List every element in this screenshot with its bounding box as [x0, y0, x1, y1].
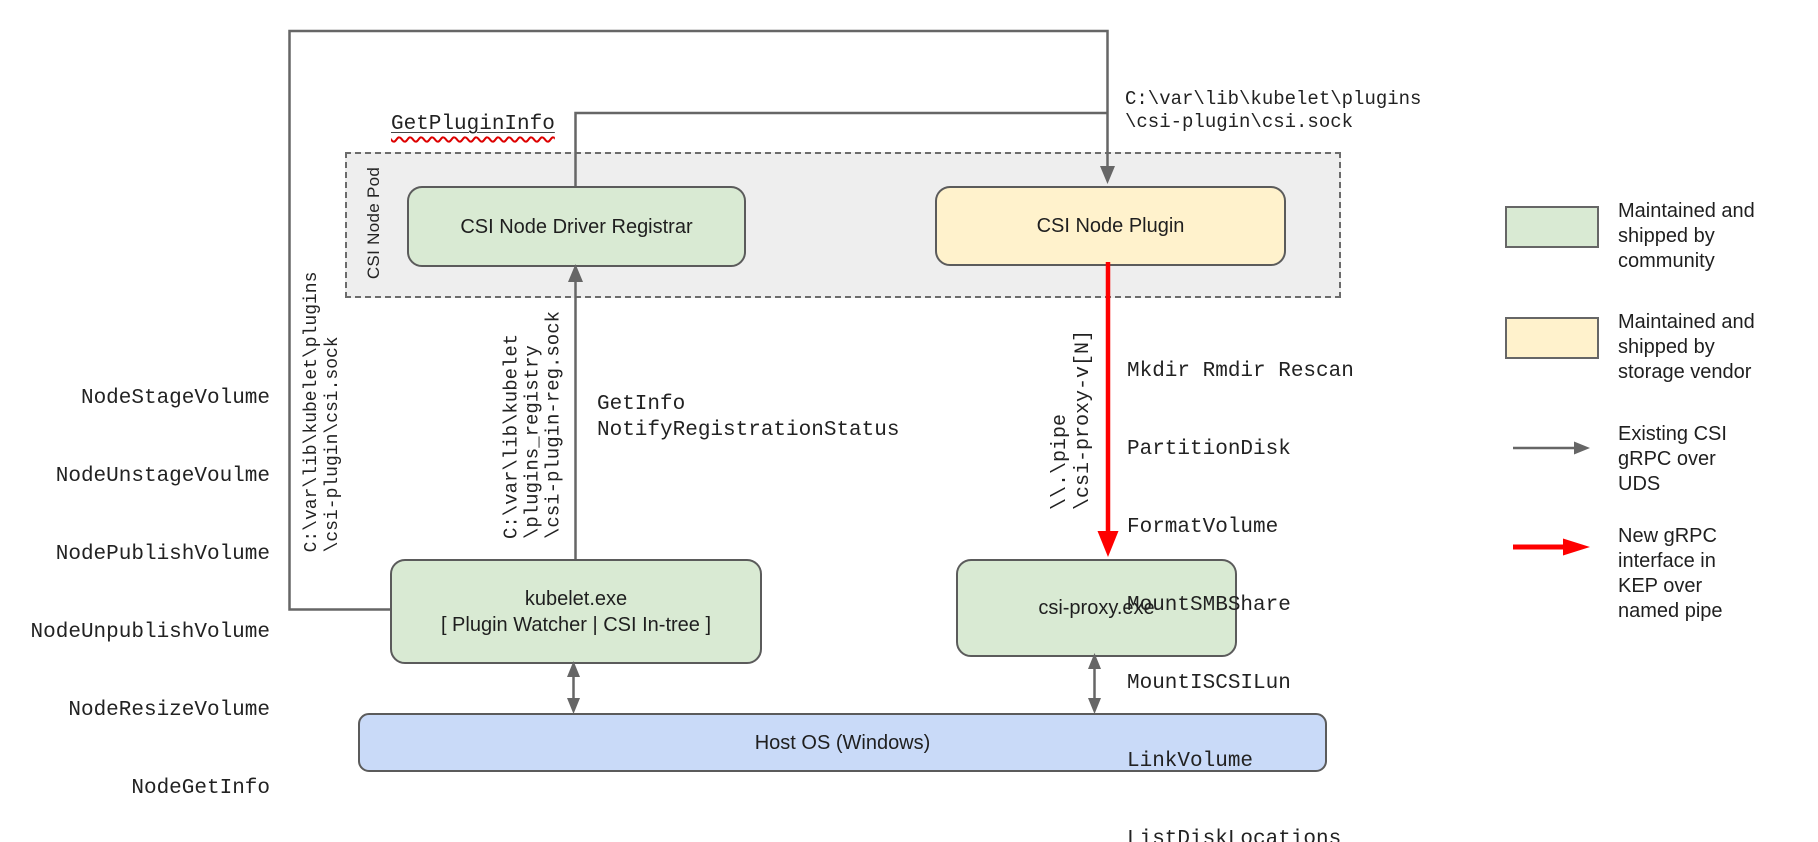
kubelet-to-registrar-arrow: [568, 264, 583, 559]
csi-sock-path-label: C:\var\lib\kubelet\plugins \csi-plugin\c…: [1125, 88, 1422, 133]
kubelet-label-line1: kubelet.exe: [524, 587, 628, 610]
list-item: MountSMBShare: [1127, 594, 1291, 617]
list-item: NodePublishVolume: [55, 543, 270, 566]
list-item: Mkdir Rmdir Rescan: [1127, 360, 1354, 383]
list-item: NodeGetInfo: [131, 777, 270, 800]
list-item: PartitionDisk: [1127, 438, 1291, 461]
csi-node-driver-registrar-box: CSI Node Driver Registrar: [407, 186, 746, 267]
legend-item-label: New gRPC interface in KEP over named pip…: [1618, 525, 1723, 622]
legend-item-label: Existing CSI gRPC over UDS: [1618, 423, 1727, 495]
legend-item-label: Maintained and shipped by storage vendor: [1618, 311, 1755, 383]
named-pipe-path-label-rotated: \\.\pipe \csi-proxy-v[N]: [1049, 329, 1095, 511]
list-item: FormatVolume: [1127, 516, 1279, 539]
kubelet-label-line2: [ Plugin Watcher | CSI In-tree ]: [440, 613, 712, 636]
list-item: LinkVolume: [1127, 750, 1254, 773]
legend-existing-grpc-arrow-icon: [1513, 441, 1590, 455]
csi-node-plugin-box: CSI Node Plugin: [935, 186, 1286, 266]
legend-item-label: Maintained and shipped by community: [1618, 200, 1755, 272]
list-item: ListDiskLocations: [1127, 828, 1342, 842]
csi-node-plugin-label: CSI Node Plugin: [1036, 215, 1185, 237]
proxy-api-list: Mkdir Rmdir Rescan PartitionDisk FormatV…: [1127, 307, 1354, 842]
plugin-to-proxy-red-arrow: [1097, 262, 1119, 557]
kubelet-box: kubelet.exe [ Plugin Watcher | CSI In-tr…: [390, 559, 762, 664]
node-rpc-list: NodeStageVolume NodeUnstageVoulme NodePu…: [27, 334, 270, 842]
legend-community-swatch: [1505, 206, 1599, 248]
notify-registration-status-label: NotifyRegistrationStatus: [597, 419, 900, 442]
list-item: NodeUnstageVoulme: [55, 465, 270, 488]
getinfo-label: GetInfo: [597, 393, 686, 416]
csi-node-driver-registrar-label: CSI Node Driver Registrar: [460, 215, 693, 238]
host-os-label: Host OS (Windows): [754, 731, 931, 754]
registration-rpc-labels: GetInfo NotifyRegistrationStatus: [597, 392, 899, 444]
list-item: NodeStageVolume: [80, 387, 270, 410]
legend-vendor-swatch: [1505, 317, 1599, 359]
getplugininfo-label: GetPluginInfo: [391, 113, 555, 136]
proxy-host-bidirectional-arrow: [1088, 653, 1101, 714]
list-item: NodeResizeVolume: [68, 699, 270, 722]
kubelet-host-bidirectional-arrow: [567, 661, 580, 714]
legend-new-grpc-arrow-icon: [1513, 538, 1590, 556]
list-item: MountISCSILun: [1127, 672, 1291, 695]
list-item: NodeUnpublishVolume: [30, 621, 270, 644]
csi-sock-path-label-rotated: C:\var\lib\kubelet\plugins \csi-plugin\c…: [302, 271, 343, 553]
csi-node-pod-label: CSI Node Pod: [364, 166, 383, 280]
host-os-box: Host OS (Windows): [358, 713, 1327, 772]
plugin-registry-path-label-rotated: C:\var\lib\kubelet \plugins_registry \cs…: [500, 310, 565, 540]
